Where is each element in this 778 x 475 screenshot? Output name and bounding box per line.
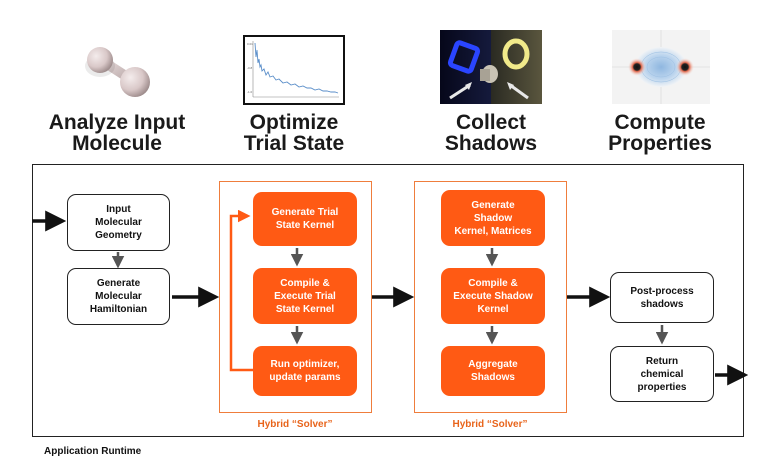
box-line: chemical [640,368,684,380]
hybrid-solver-label-2: Hybrid “Solver” [452,419,528,430]
optimizer-feedback-loop [229,209,253,372]
box-line: State Kernel [275,303,335,315]
box-line: Molecular [95,217,142,228]
stage-title-collect: Collect Shadows [416,112,566,154]
box-line: Input [106,204,131,215]
run-optimizer-box: Run optimizer, update params [253,346,357,396]
box-line: Shadows [471,372,515,383]
svg-text:0.01: 0.01 [247,42,253,46]
box-line: Molecular [95,291,142,302]
box-line: update params [269,372,341,383]
box-line: Post-process [630,285,694,297]
stage-title-line: Molecule [72,132,162,155]
molecule-icon [85,47,150,97]
hybrid-solver-frame-2 [414,181,567,413]
stage-title-line: Properties [608,132,712,155]
generate-shadow-kernel-box: Generate Shadow Kernel, Matrices [441,190,545,246]
stage-title-optimize: Optimize Trial State [219,112,369,154]
convergence-plot-icon: 0.01 -0.8 -1.0 [243,35,345,105]
stage-title-analyze: Analyze Input Molecule [42,112,192,154]
stage-title-line: Analyze Input [48,111,186,134]
box-line: properties [637,381,687,393]
application-runtime-label: Application Runtime [44,446,142,457]
box-line: Execute Shadow [453,290,533,302]
box-line: Return [645,355,679,367]
box-line: Compile & [280,277,330,289]
compile-execute-trial-state-box: Compile & Execute Trial State Kernel [253,268,357,324]
hybrid-solver-frame-1 [219,181,372,413]
box-line: Aggregate [468,359,518,370]
stage-title-line: Optimize [249,111,339,134]
stage-title-line: Collect [455,111,526,134]
box-line: shadows [640,298,684,310]
box-line: Kernel, Matrices [454,225,532,237]
box-line: Shadow [473,212,513,224]
orbital-density-icon [612,30,710,104]
box-line: Compile & [468,277,518,289]
box-line: Generate Trial [271,207,339,218]
box-line: Run optimizer, [270,359,340,370]
postprocess-shadows-box: Post-process shadows [610,272,714,323]
compile-execute-shadow-box: Compile & Execute Shadow Kernel [441,268,545,324]
box-line: Kernel [477,303,509,315]
return-chemical-properties-box: Return chemical properties [610,346,714,402]
box-line: Execute Trial [274,290,336,302]
aggregate-shadows-box: Aggregate Shadows [441,346,545,396]
generate-hamiltonian-box: Generate Molecular Hamiltonian [67,268,170,325]
box-line: Generate [471,199,515,211]
svg-text:-1.0: -1.0 [247,90,253,94]
box-line: Hamiltonian [89,304,148,315]
input-geometry-box: Input Molecular Geometry [67,194,170,251]
stage-title-compute: Compute Properties [585,112,735,154]
application-runtime-frame [32,164,744,437]
stage-title-line: Compute [614,111,706,134]
box-line: Generate [96,278,141,289]
generate-trial-state-kernel-box: Generate Trial State Kernel [253,192,357,246]
box-line: State Kernel [275,220,335,231]
svg-text:-0.8: -0.8 [247,66,253,70]
stage-title-line: Trial State [243,132,345,155]
stage-title-line: Shadows [444,132,538,155]
box-line: Geometry [95,230,142,241]
hybrid-solver-label-1: Hybrid “Solver” [257,419,333,430]
shadow-projection-icon [440,30,542,104]
